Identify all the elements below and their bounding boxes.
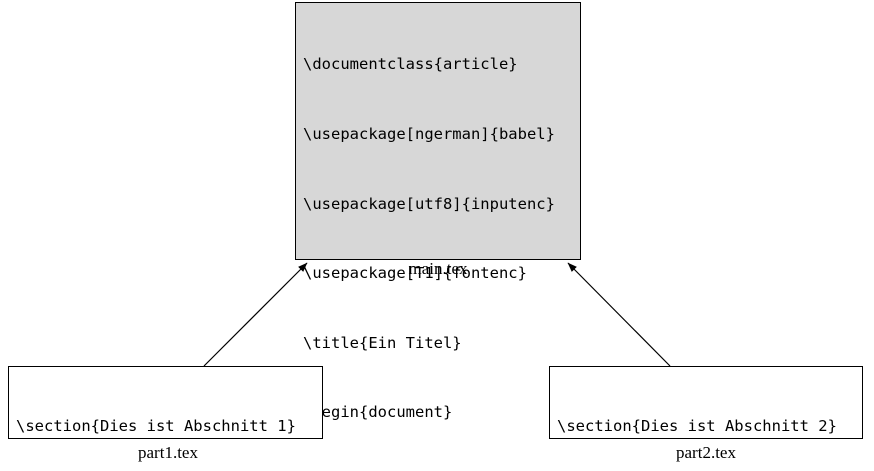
code-line: \section{Dies ist Abschnitt 2}	[557, 417, 837, 436]
code-line: \documentclass{article}	[303, 55, 518, 74]
node-main-tex[interactable]: \documentclass{article} \usepackage[nger…	[295, 2, 581, 421]
code-line: \usepackage[utf8]{inputenc}	[303, 194, 555, 213]
edge-part1-to-main	[203, 262, 308, 367]
edge-part2-to-main	[567, 262, 671, 367]
caption-part2-tex: part2.tex	[676, 443, 736, 462]
code-line: \usepackage[T1]{fontenc}	[303, 264, 527, 283]
code-line: \title{Ein Titel}	[303, 333, 462, 352]
node-part1-tex[interactable]: \section{Dies ist Abschnitt 1} Hier ein …	[8, 366, 323, 439]
caption-main-tex: main.tex	[408, 259, 468, 278]
code-line: \usepackage[ngerman]{babel}	[303, 125, 555, 144]
code-line: \section{Dies ist Abschnitt 1}	[16, 417, 296, 436]
code-line: \begin{document}	[303, 403, 453, 422]
caption-part1-tex: part1.tex	[138, 443, 198, 462]
node-part2-tex[interactable]: \section{Dies ist Abschnitt 2} Hier ein …	[549, 366, 863, 439]
